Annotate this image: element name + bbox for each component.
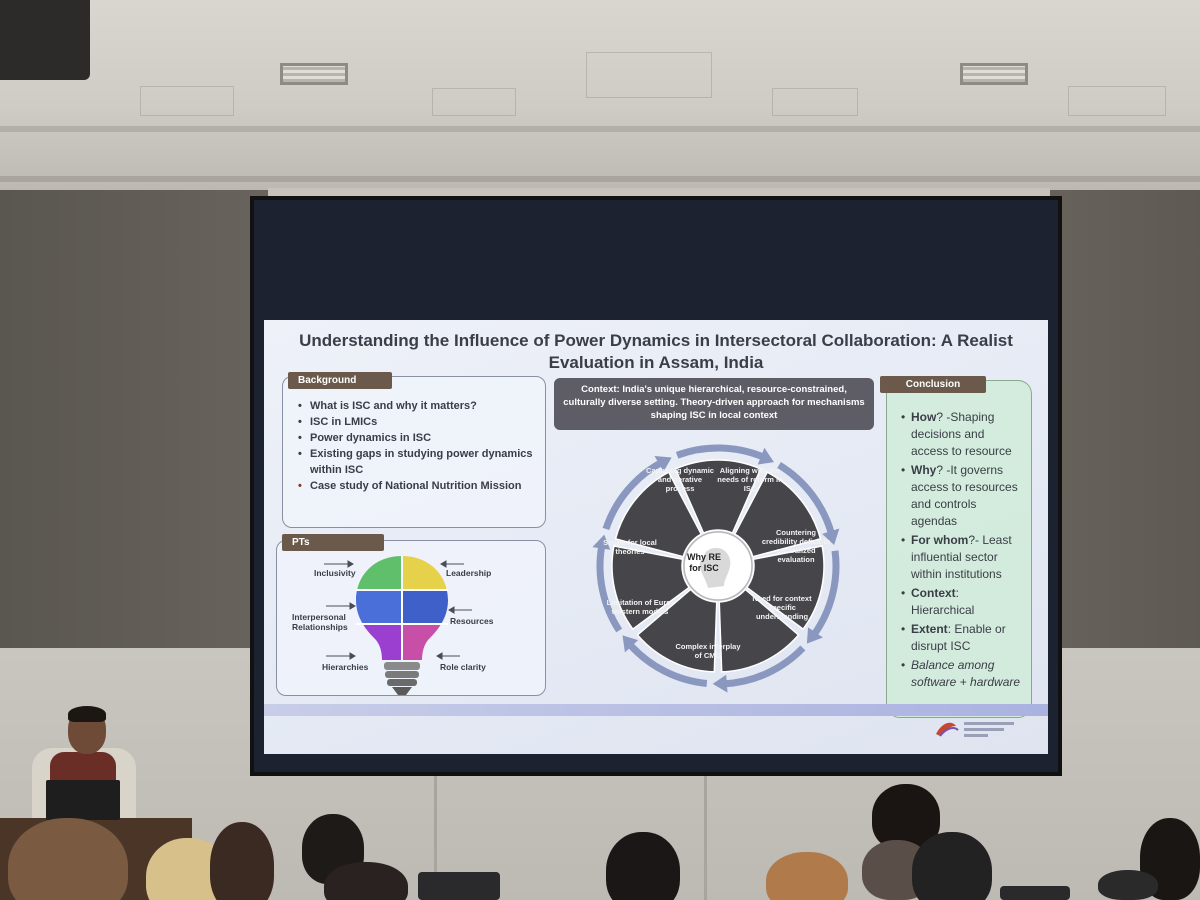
background-item: What is ISC and why it matters?	[298, 398, 538, 414]
cycle-arrow	[627, 642, 708, 687]
cycle-arrow	[811, 550, 840, 637]
presentation-slide: Understanding the Influence of Power Dyn…	[264, 320, 1048, 754]
ceiling-vent	[280, 63, 348, 85]
conclusion-box: How? -Shaping decisions and access to re…	[886, 380, 1032, 718]
pt-label-hierarchies: Hierarchies	[322, 662, 369, 672]
cycle-center-label: Why RE for ISC	[686, 552, 721, 573]
cycle-segment	[674, 459, 762, 535]
audience-head	[766, 852, 848, 900]
conclusion-key: How	[911, 410, 937, 424]
chair	[418, 872, 500, 900]
audience-head	[324, 862, 408, 900]
conclusion-text: ?- Least influential sector within insti…	[911, 533, 1012, 581]
cycle-segment	[745, 545, 825, 631]
background-label: Background	[288, 372, 392, 389]
context-box: Context: India's unique hierarchical, re…	[554, 378, 874, 430]
conclusion-item: Context: Hierarchical	[901, 585, 1023, 619]
background-list: What is ISC and why it matters? ISC in L…	[298, 398, 538, 494]
lightbulb-icon	[356, 556, 448, 695]
cycle-segment	[636, 588, 718, 673]
conclusion-item: Balance among software + hardware	[901, 657, 1023, 691]
ceiling-tile	[140, 86, 234, 116]
audience-shoulders	[1098, 870, 1158, 900]
cycle-arrow	[724, 645, 806, 688]
conclusion-label: Conclusion	[880, 376, 986, 393]
cycle-arrowhead	[592, 534, 611, 550]
background-item: ISC in LMICs	[298, 414, 538, 430]
conference-logo-icon	[936, 722, 1014, 737]
cycle-arrowhead	[822, 528, 840, 545]
chair	[1000, 886, 1070, 900]
cycle-arrowhead	[712, 674, 728, 693]
conclusion-text: ? -Shaping decisions and access to resou…	[911, 410, 1012, 458]
conclusion-text: : Hierarchical	[911, 586, 975, 617]
slide-title: Understanding the Influence of Power Dyn…	[299, 331, 1013, 372]
ceiling-beam	[0, 176, 1200, 182]
conclusion-key: Extent	[911, 622, 948, 636]
projector	[0, 0, 90, 80]
cycle-segment-label: Scope for local theories	[603, 538, 657, 556]
conclusion-item: For whom?- Least influential sector with…	[901, 532, 1023, 583]
conclusion-text: ? -It governs access to resources and co…	[911, 463, 1018, 528]
conclusion-key: Why	[911, 463, 937, 477]
cycle-segment	[614, 471, 703, 558]
audience-head	[606, 832, 680, 900]
conclusion-item: Why? -It governs access to resources and…	[901, 462, 1023, 530]
cycle-arrowhead	[757, 447, 774, 465]
conclusion-text: Balance among software + hardware	[911, 658, 1021, 689]
ceiling-tile	[1068, 86, 1166, 116]
cycle-segment-label: Need for context specific understanding	[752, 594, 812, 621]
background-item: Power dynamics in ISC	[298, 430, 538, 446]
cycle-arrow	[675, 444, 765, 461]
bulb-quadrant	[356, 590, 402, 624]
conclusion-key: Context	[911, 586, 956, 600]
cycle-segment-label: Capturing dynamic and iterative process	[646, 466, 714, 493]
pt-label-interpersonal: Interpersonal Relationships	[292, 612, 348, 632]
pts-label: PTs	[282, 534, 384, 551]
pt-label-resources: Resources	[450, 616, 494, 626]
cycle-arrow	[777, 462, 835, 535]
head-silhouette-icon	[699, 547, 731, 588]
conclusion-key: For whom	[911, 533, 969, 547]
cycle-arrowhead	[806, 627, 823, 644]
cycle-segment	[733, 471, 822, 558]
cycle-arrow	[602, 459, 663, 531]
conclusion-text: : Enable or disrupt ISC	[911, 622, 1006, 653]
cycle-segment	[718, 588, 800, 673]
bulb-quadrant	[356, 556, 402, 590]
audience-head	[8, 818, 128, 900]
conclusion-item: How? -Shaping decisions and access to re…	[901, 409, 1023, 460]
ceiling-vent	[960, 63, 1028, 85]
pt-label-leadership: Leadership	[446, 568, 492, 578]
pt-label-inclusivity: Inclusivity	[314, 568, 356, 578]
ceiling-beam	[0, 126, 1200, 132]
ceiling	[0, 0, 1200, 190]
conclusion-list: How? -Shaping decisions and access to re…	[887, 381, 1031, 691]
audience-head	[912, 832, 992, 900]
cycle-segment-label: Countering credibility deficit in centra…	[761, 528, 831, 564]
cycle-segment	[611, 545, 691, 631]
laptop	[46, 780, 120, 820]
cycle-segment-label: Aligning with the needs of reform in ISC	[717, 466, 783, 493]
ceiling-tile	[432, 88, 516, 116]
ceiling-tile	[772, 88, 858, 116]
bulb-quadrant	[402, 624, 448, 660]
background-item: Case study of National Nutrition Mission	[298, 478, 538, 494]
ceiling-tile	[586, 52, 712, 98]
background-item: Existing gaps in studying power dynamics…	[298, 446, 538, 478]
cycle-segment-label: Complex interplay of CMO	[675, 642, 741, 660]
pt-label-role-clarity: Role clarity	[440, 662, 486, 672]
cycle-segment-label: Limitation of Euro-western models	[606, 598, 674, 616]
audience-head	[210, 822, 274, 900]
cycle-arrowhead	[622, 635, 639, 653]
speaker-hair	[68, 706, 106, 722]
bulb-quadrant	[402, 590, 448, 624]
cycle-arrow	[596, 545, 623, 633]
cycle-diagram	[592, 444, 840, 693]
cycle-arrowhead	[654, 456, 672, 472]
slide-footer-bar	[264, 704, 1048, 716]
conclusion-item: Extent: Enable or disrupt ISC	[901, 621, 1023, 655]
